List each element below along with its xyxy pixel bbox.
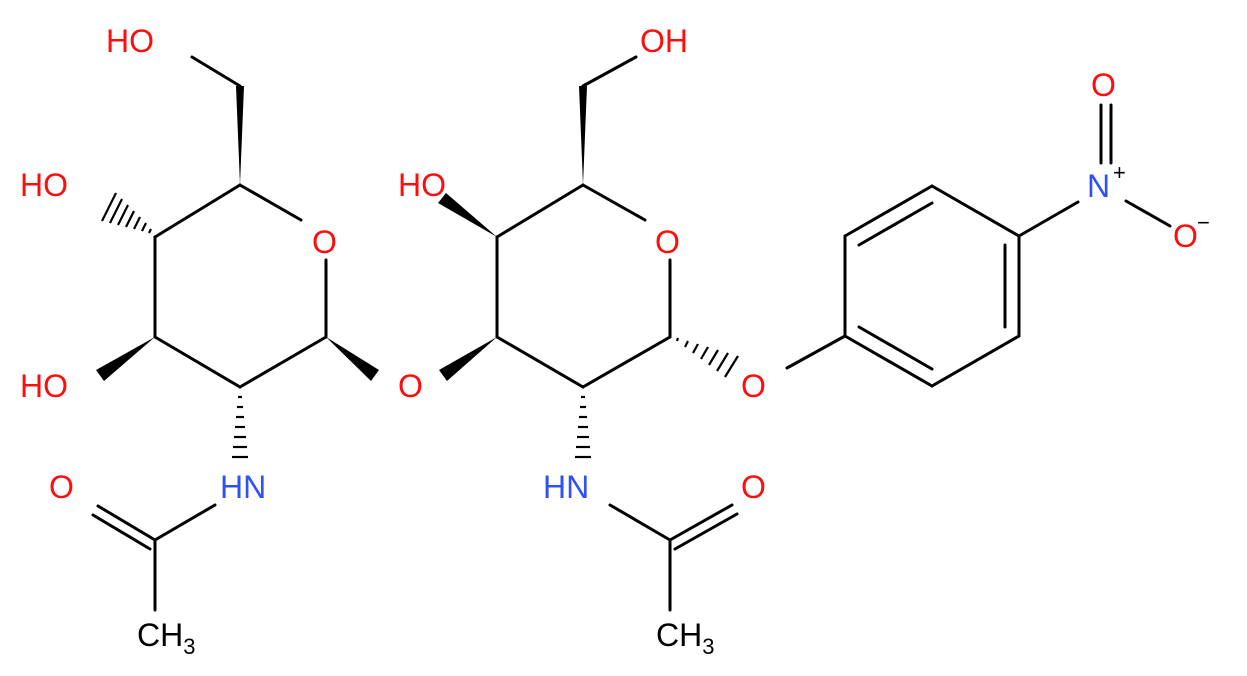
left-ring-bonds: [91, 55, 328, 612]
label-n-nitro: N: [1087, 168, 1110, 204]
wedge-left-c1-o: [326, 337, 379, 381]
wedge-left-c3-oh: [96, 337, 155, 381]
label-ho-left-low: HO: [20, 368, 68, 404]
hash-left-c4-oh: [101, 192, 152, 234]
nitrophenyl-bonds: [785, 103, 1172, 388]
wedge-left-c5-c6: [236, 86, 244, 185]
label-o-phenoxy: O: [741, 368, 766, 404]
label-oh-top-mid: OH: [640, 23, 688, 59]
label-o-nitro-right: O: [1173, 218, 1198, 254]
label-o-acetyl-right: O: [741, 469, 766, 505]
wedge-right-c4-oh: [438, 193, 497, 237]
label-o-ring-left: O: [312, 224, 337, 260]
label-hn-left: HN: [220, 469, 266, 505]
label-o-acetyl-left: O: [49, 469, 74, 505]
label-ch3-right: CH3: [656, 617, 714, 659]
label-ho-mid: HO: [398, 167, 446, 203]
label-o-ring-right: O: [655, 224, 680, 260]
label-n-nitro-charge: +: [1113, 160, 1126, 185]
hash-right-c2-n: [575, 395, 591, 459]
hash-right-c1-o: [675, 337, 739, 378]
atom-labels: HO HO HO O O HN O CH3 OH HO O O HN O CH3…: [20, 23, 1210, 659]
right-ring-bonds: [495, 55, 739, 612]
hash-left-c2-n: [232, 395, 248, 459]
label-o-nitro-charge: −: [1197, 210, 1210, 235]
label-ho-top-left: HO: [106, 23, 154, 59]
label-ch3-left: CH3: [137, 617, 195, 659]
wedge-right-c3-o: [439, 337, 497, 381]
label-o-glycosidic: O: [398, 368, 423, 404]
label-hn-right: HN: [543, 469, 589, 505]
wedge-right-c5-c6: [579, 86, 587, 185]
label-o-nitro-top: O: [1091, 67, 1116, 103]
label-ho-left-mid: HO: [20, 167, 68, 203]
